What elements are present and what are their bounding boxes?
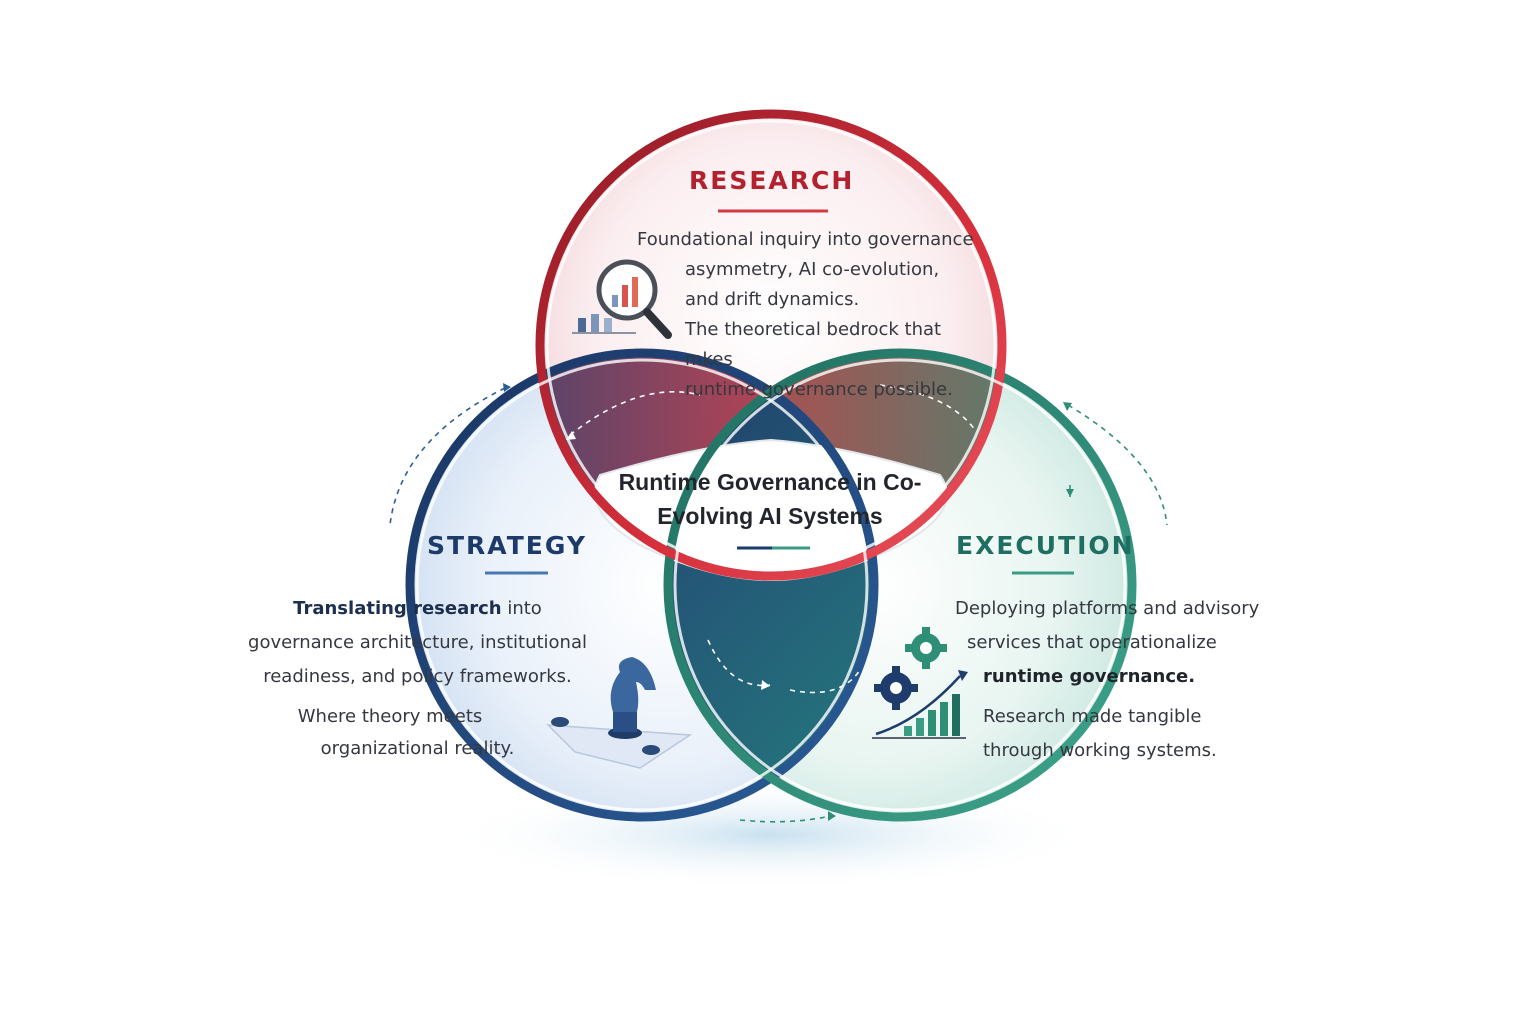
research-line-1: Foundational inquiry into governance: [637, 229, 974, 250]
strategy-description: Translating research into governance arc…: [225, 594, 610, 764]
chess-knight-icon: [546, 657, 693, 769]
execution-line-4: Research made tangible: [983, 706, 1202, 727]
research-heading: RESEARCH: [689, 166, 855, 195]
execution-bold-phrase: runtime governance.: [983, 666, 1196, 687]
research-line-2: asymmetry, AI co-evolution,: [685, 259, 940, 280]
research-line-3: and drift dynamics.: [685, 289, 860, 310]
execution-line-5: through working systems.: [983, 740, 1217, 761]
flow-arrows: [389, 384, 1168, 823]
strategy-line-2: governance architecture, institutional: [248, 632, 587, 653]
research-line-4: The theoretical bedrock that mkes: [685, 319, 942, 370]
center-plate: [594, 438, 948, 582]
strategy-line-1-rest: into: [501, 598, 542, 619]
strategy-line-3: readiness, and policy frameworks.: [263, 666, 572, 687]
strategy-line-4: Where theory meets: [297, 706, 483, 727]
center-title: Runtime Governance in Co- Evolving AI Sy…: [605, 465, 935, 533]
research-description: Foundational inquiry into governance asy…: [637, 225, 982, 405]
execution-line-2: services that operationalize: [967, 632, 1217, 653]
strategy-line-5: organizational reality.: [320, 738, 515, 759]
center-title-line-2: Evolving AI Systems: [657, 503, 883, 529]
execution-description: Deploying platforms and advisory service…: [955, 594, 1295, 766]
execution-heading: EXECUTION: [956, 531, 1135, 560]
center-title-line-1: Runtime Governance in Co-: [618, 469, 922, 495]
execution-line-3: runtime governance.: [955, 662, 1295, 702]
strategy-line-1: Translating research into: [225, 594, 610, 628]
execution-ring: [663, 348, 1137, 822]
magnifier-chart-icon: [572, 259, 672, 339]
strategy-ring: [405, 348, 879, 822]
arrow-heads: [503, 383, 1074, 821]
research-ring: [535, 109, 1007, 581]
strategy-bold-phrase: Translating research: [293, 598, 502, 619]
execution-line-1: Deploying platforms and advisory: [955, 598, 1260, 619]
strategy-heading: STRATEGY: [427, 531, 587, 560]
gears-growth-chart-icon: [872, 627, 968, 739]
research-line-5: runtime governance possible.: [685, 379, 953, 400]
